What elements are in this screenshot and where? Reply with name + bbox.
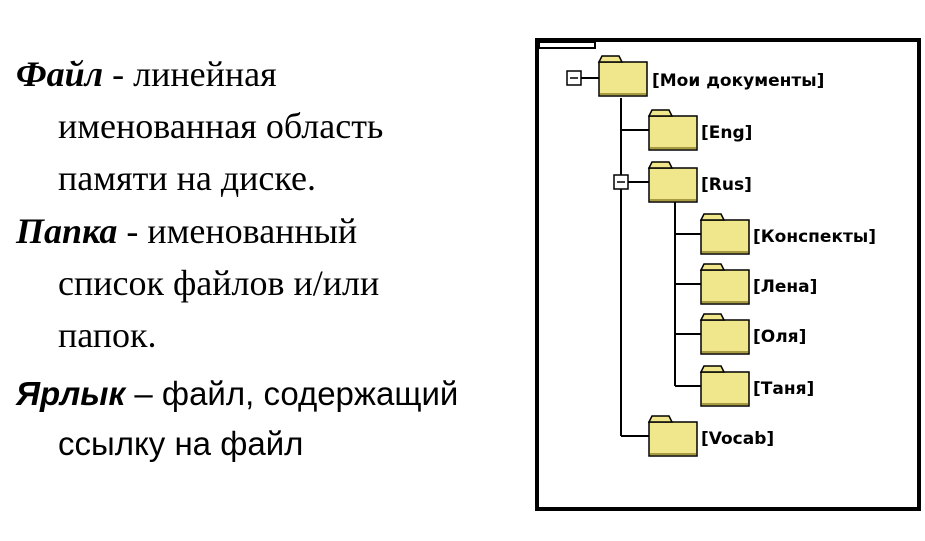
folder-icon-vocab[interactable] (647, 415, 698, 457)
definition-text: линейная (133, 54, 277, 94)
folder-icon-rus[interactable] (647, 161, 698, 203)
separator: - (103, 54, 134, 94)
folder-tree-window: [Мои документы] [Eng] [Rus] [Конспекты] … (535, 38, 921, 511)
tree-connectors (575, 77, 701, 437)
definitions-panel: Файл - линейная именованная область памя… (16, 56, 458, 462)
window-title-stub (539, 42, 596, 49)
definition-file-line-2: именованная область (58, 106, 384, 146)
definition-shortcut-line-2: ссылку на файл (58, 425, 304, 462)
collapse-rus-button[interactable] (613, 174, 629, 190)
folder-icon-lena[interactable] (699, 263, 750, 305)
separator: - (117, 211, 148, 251)
separator: – (125, 375, 162, 412)
tree-node-eng-label[interactable]: [Eng] (701, 123, 752, 143)
definition-shortcut-line-1: Ярлык – файл, содержащий (16, 377, 458, 410)
tree-node-olya-label[interactable]: [Оля] (753, 327, 806, 347)
tree-node-tanya-label[interactable]: [Таня] (753, 379, 814, 399)
definition-folder-line-2: список файлов и/или (58, 263, 380, 303)
folder-tree: [Мои документы] [Eng] [Rus] [Конспекты] … (539, 42, 876, 457)
term-shortcut: Ярлык (16, 375, 126, 412)
folder-icon-eng[interactable] (647, 109, 698, 151)
definition-file-line-3: памяти на диске. (58, 158, 316, 198)
tree-node-konspekty-label[interactable]: [Конспекты] (753, 227, 876, 247)
folder-icon-olya[interactable] (699, 313, 750, 355)
folder-icon-tanya[interactable] (699, 365, 750, 407)
term-folder: Папка (16, 211, 118, 251)
term-file: Файл (16, 54, 104, 94)
definition-folder-line-1: Папка - именованный (16, 213, 357, 249)
tree-node-vocab-label[interactable]: [Vocab] (701, 429, 774, 449)
folder-icon-konspekty[interactable] (699, 213, 750, 255)
definition-text: именованный (147, 211, 358, 251)
definition-folder-line-3: папок. (58, 315, 157, 355)
folder-icon-root[interactable] (597, 55, 648, 97)
tree-node-rus-label[interactable]: [Rus] (701, 175, 752, 195)
definition-file-line-1: Файл - линейная (16, 56, 277, 92)
collapse-root-button[interactable] (566, 70, 582, 86)
definition-text: файл, содержащий (161, 375, 459, 412)
tree-node-root-label[interactable]: [Мои документы] (652, 71, 824, 91)
tree-node-lena-label[interactable]: [Лена] (753, 277, 817, 297)
